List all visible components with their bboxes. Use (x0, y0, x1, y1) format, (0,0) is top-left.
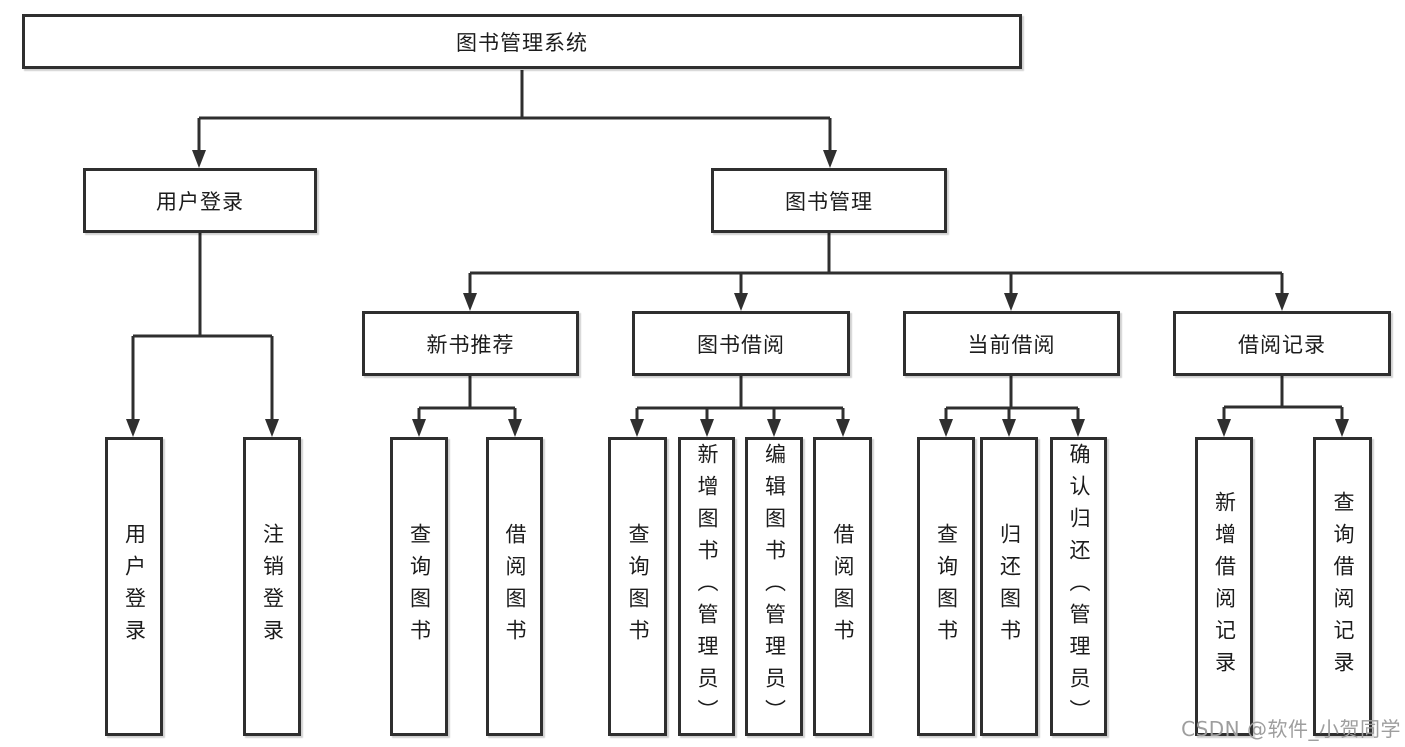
arrowhead-icon (126, 419, 279, 437)
connector-segments (944, 376, 1080, 421)
leaf-confirm-return-admin: 确认归还（管理员） (1050, 437, 1107, 736)
node-user-login: 用户登录 (83, 168, 317, 233)
leaf-label: 新增借阅记录 (1212, 490, 1237, 683)
connector-segments (468, 233, 1284, 295)
connector-segments (197, 70, 832, 152)
connector-records-to-leaves (1217, 376, 1349, 437)
leaf-borrow-books-borrow: 借阅图书 (813, 437, 872, 736)
leaf-query-books-recommend: 查询图书 (390, 437, 448, 736)
leaf-return-books: 归还图书 (980, 437, 1038, 736)
node-root-system: 图书管理系统 (22, 14, 1022, 69)
node-new-book-recommend: 新书推荐 (362, 311, 579, 376)
arrowhead-icon (192, 150, 837, 168)
leaf-label: 确认归还（管理员） (1067, 442, 1091, 731)
arrowhead-icon (412, 419, 522, 437)
leaf-label: 编辑图书（管理员） (762, 442, 787, 731)
connector-borrow-to-leaves (630, 376, 850, 437)
leaf-label: 借阅图书 (831, 522, 855, 651)
node-label: 用户登录 (156, 189, 244, 214)
csdn-watermark: CSDN @软件_小贺同学 (1181, 717, 1401, 741)
node-label: 图书管理系统 (456, 30, 588, 55)
connector-current-to-leaves (939, 376, 1085, 437)
arrowhead-icon (939, 419, 1085, 437)
arrowhead-icon (463, 293, 1289, 311)
leaf-label: 借阅图书 (503, 522, 527, 651)
leaf-add-book-admin: 新增图书（管理员） (678, 437, 735, 736)
leaf-user-login: 用户登录 (105, 437, 163, 736)
node-label: 图书借阅 (697, 332, 785, 357)
leaf-label: 查询借阅记录 (1331, 490, 1355, 683)
node-label: 当前借阅 (967, 332, 1056, 357)
leaf-label: 查询图书 (626, 522, 650, 651)
leaf-label: 用户登录 (122, 522, 147, 651)
connector-root-to-level2 (192, 70, 837, 168)
leaf-query-books-borrow: 查询图书 (608, 437, 667, 736)
leaf-label: 查询图书 (407, 522, 432, 651)
leaf-borrow-books-recommend: 借阅图书 (486, 437, 543, 736)
arrowhead-icon (1217, 419, 1349, 437)
connector-segments (1222, 376, 1344, 421)
node-label: 借阅记录 (1238, 332, 1326, 357)
connector-bookmgmt-to-level3 (463, 233, 1289, 311)
leaf-label: 查询图书 (934, 522, 959, 651)
leaf-label: 新增图书（管理员） (695, 442, 719, 731)
connector-segments (417, 376, 517, 421)
leaf-query-borrow-record: 查询借阅记录 (1313, 437, 1372, 736)
connector-segments (131, 233, 274, 421)
leaf-label: 归还图书 (997, 522, 1022, 651)
node-label: 新书推荐 (426, 332, 515, 357)
node-book-borrow: 图书借阅 (632, 311, 850, 376)
connector-segments (635, 376, 845, 421)
leaf-edit-book-admin: 编辑图书（管理员） (745, 437, 803, 736)
node-book-management: 图书管理 (711, 168, 947, 233)
connector-userlogin-to-leaves (126, 233, 279, 437)
leaf-label: 注销登录 (260, 522, 285, 651)
node-current-borrow: 当前借阅 (903, 311, 1120, 376)
leaf-add-borrow-record: 新增借阅记录 (1195, 437, 1253, 736)
arrowhead-icon (630, 419, 850, 437)
node-label: 图书管理 (785, 189, 873, 214)
node-borrow-records: 借阅记录 (1173, 311, 1391, 376)
connector-recommend-to-leaves (412, 376, 522, 437)
leaf-query-books-current: 查询图书 (917, 437, 975, 736)
leaf-logout: 注销登录 (243, 437, 301, 736)
